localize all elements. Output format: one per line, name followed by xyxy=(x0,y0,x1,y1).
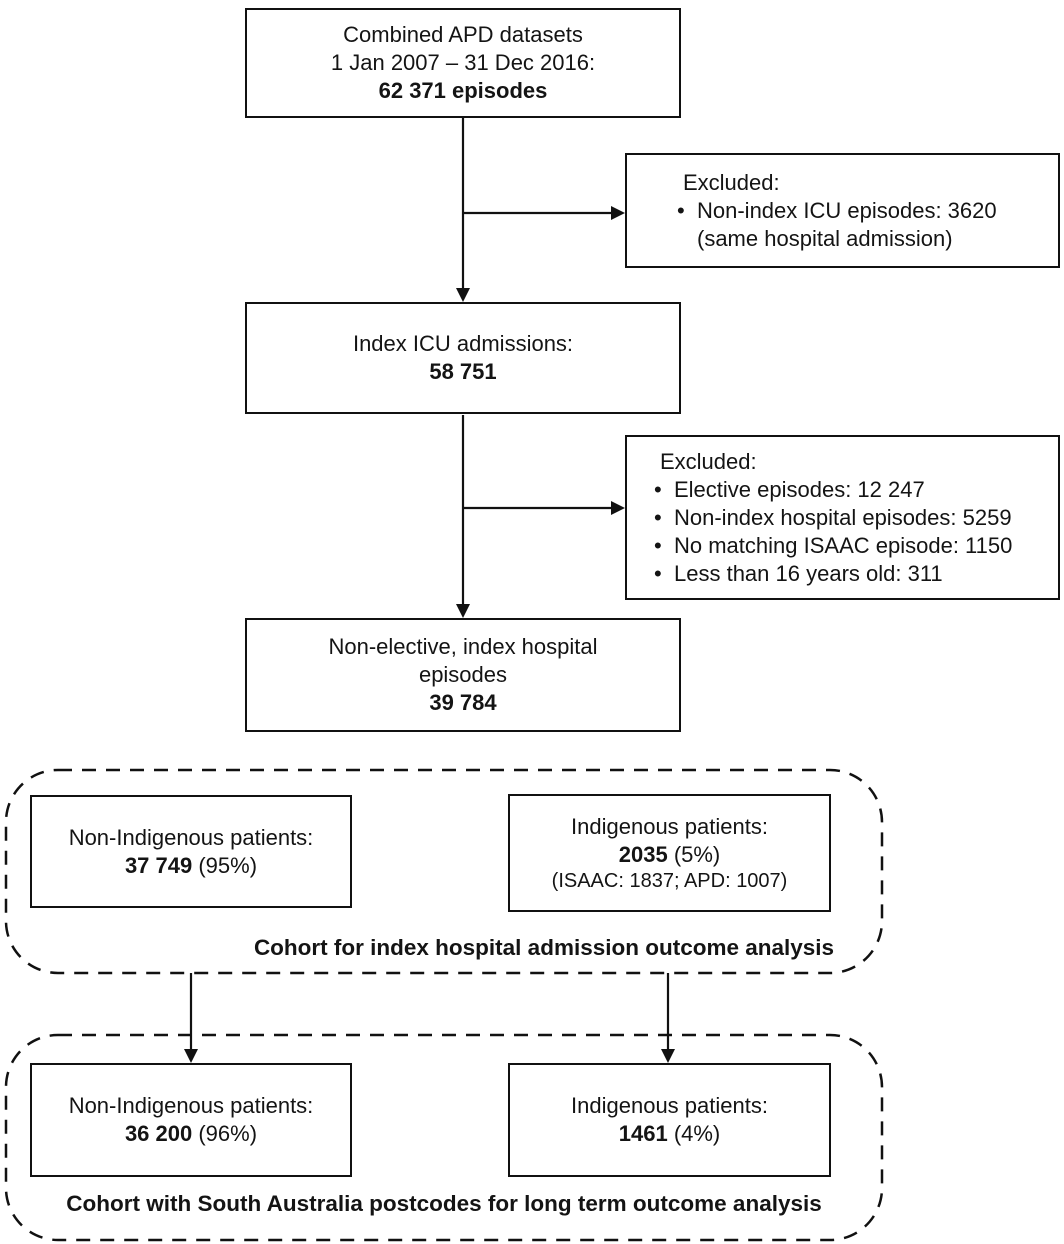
non-indigenous-index-count-line: 37 749 (95%) xyxy=(125,852,257,880)
non-elective-count: 39 784 xyxy=(429,690,497,715)
non-elective-line2: episodes xyxy=(418,662,508,687)
cohort-index-caption: Cohort for index hospital admission outc… xyxy=(253,935,835,960)
cohort-longterm-caption: Cohort with South Australia postcodes fo… xyxy=(66,1191,822,1216)
excluded-criteria-item-text: No matching ISAAC episode: 1150 xyxy=(674,532,1013,558)
arrow-index-to-nonelective-head xyxy=(456,604,470,618)
combined-apd-datasets-box: Combined APD datasets 1 Jan 2007 – 31 De… xyxy=(245,8,681,118)
excluded-criteria-item: • No matching ISAAC episode: 1150 xyxy=(654,532,1012,560)
indigenous-index-count: 2035 xyxy=(618,841,668,867)
non-indigenous-longterm-box: Non-Indigenous patients: 36 200 (96%) xyxy=(30,1063,352,1177)
indigenous-index-box: Indigenous patients: 2035 (5%) (ISAAC: 1… xyxy=(508,794,831,912)
excluded-criteria-box: Excluded: • Elective episodes: 12 247 • … xyxy=(625,435,1060,600)
combined-count: 62 371 episodes xyxy=(378,78,548,103)
index-icu-title: Index ICU admissions: xyxy=(352,331,574,356)
arrow-branch-to-excluded-icu-head xyxy=(611,206,625,220)
non-indigenous-longterm-title: Non-Indigenous patients: xyxy=(68,1093,314,1118)
arrow-branch-to-excluded-criteria-head xyxy=(611,501,625,515)
bullet-icon: • xyxy=(654,560,662,586)
non-indigenous-index-box: Non-Indigenous patients: 37 749 (95%) xyxy=(30,795,352,908)
excluded-criteria-item: • Elective episodes: 12 247 xyxy=(654,476,925,504)
excluded-icu-item: • Non-index ICU episodes: 3620 xyxy=(677,197,997,225)
bullet-icon: • xyxy=(654,476,662,502)
arrow-indigenous-to-longterm-head xyxy=(661,1049,675,1063)
indigenous-index-count-line: 2035 (5%) xyxy=(619,841,721,869)
indigenous-longterm-count: 1461 xyxy=(618,1121,668,1146)
excluded-criteria-item: • Less than 16 years old: 311 xyxy=(654,560,943,588)
indigenous-index-pct: (5%) xyxy=(673,841,721,867)
excluded-icu-item-text: Non-index ICU episodes: 3620 xyxy=(697,197,997,223)
arrow-combined-to-index-head xyxy=(456,288,470,302)
excluded-criteria-item-text: Less than 16 years old: 311 xyxy=(674,560,943,586)
excluded-non-index-icu-box: Excluded: • Non-index ICU episodes: 3620… xyxy=(625,153,1060,268)
bullet-icon: • xyxy=(654,504,662,530)
excluded-criteria-heading: Excluded: xyxy=(660,448,757,474)
excluded-icu-item-note: (same hospital admission) xyxy=(697,225,953,251)
index-icu-admissions-box: Index ICU admissions: 58 751 xyxy=(245,302,681,414)
combined-title-line2: 1 Jan 2007 – 31 Dec 2016: xyxy=(330,50,596,75)
non-indigenous-index-title: Non-Indigenous patients: xyxy=(68,824,314,850)
non-indigenous-longterm-count: 36 200 xyxy=(124,1121,193,1146)
indigenous-longterm-pct: (4%) xyxy=(673,1121,721,1146)
non-indigenous-index-count: 37 749 xyxy=(124,852,193,878)
arrow-nonindigenous-to-longterm-head xyxy=(184,1049,198,1063)
bullet-icon: • xyxy=(654,532,662,558)
non-indigenous-longterm-pct: (96%) xyxy=(198,1121,258,1146)
non-indigenous-longterm-count-line: 36 200 (96%) xyxy=(125,1120,257,1148)
excluded-criteria-item-text: Non-index hospital episodes: 5259 xyxy=(674,504,1012,530)
indigenous-longterm-title: Indigenous patients: xyxy=(571,1093,768,1118)
non-elective-line1: Non-elective, index hospital xyxy=(328,634,598,659)
excluded-icu-heading: Excluded: xyxy=(683,169,780,195)
excluded-criteria-item-text: Elective episodes: 12 247 xyxy=(674,476,925,502)
non-indigenous-index-pct: (95%) xyxy=(198,852,258,878)
combined-title-line1: Combined APD datasets xyxy=(343,22,583,47)
indigenous-longterm-box: Indigenous patients: 1461 (4%) xyxy=(508,1063,831,1177)
bullet-icon: • xyxy=(677,197,685,223)
indigenous-longterm-count-line: 1461 (4%) xyxy=(619,1120,721,1148)
indigenous-index-title: Indigenous patients: xyxy=(571,813,768,839)
indigenous-index-source-note: (ISAAC: 1837; APD: 1007) xyxy=(551,869,788,892)
index-icu-count: 58 751 xyxy=(429,359,497,384)
non-elective-episodes-box: Non-elective, index hospital episodes 39… xyxy=(245,618,681,732)
excluded-criteria-item: • Non-index hospital episodes: 5259 xyxy=(654,504,1012,532)
